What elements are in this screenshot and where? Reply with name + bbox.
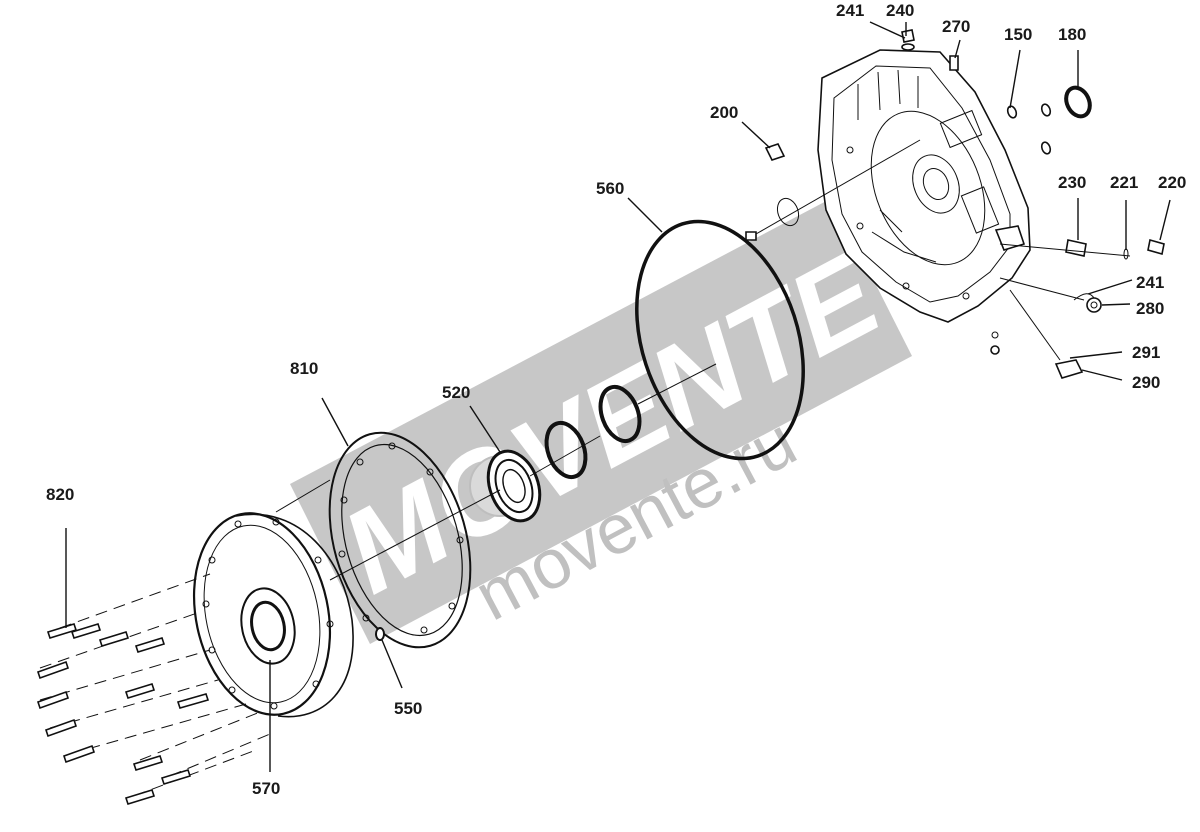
leader-lines	[65, 21, 1171, 772]
housing-small-parts	[745, 29, 1165, 379]
label-180: 180	[1058, 25, 1086, 44]
transmission-housing	[817, 49, 1031, 323]
label-290: 290	[1132, 373, 1160, 392]
nut-280-icon	[1086, 297, 1102, 313]
label-200: 200	[710, 103, 738, 122]
label-221: 221	[1110, 173, 1138, 192]
plug-240-icon	[901, 29, 915, 43]
label-150: 150	[1004, 25, 1032, 44]
breather-200-icon	[764, 143, 786, 161]
label-230: 230	[1058, 173, 1086, 192]
label-241-right: 241	[1136, 273, 1164, 292]
label-240: 240	[886, 1, 914, 20]
label-550: 550	[394, 699, 422, 718]
snap-ring	[598, 384, 642, 444]
label-810: 810	[290, 359, 318, 378]
seal-ring-180-icon	[1064, 85, 1092, 119]
watermark: MOVENTE movente.ru	[290, 198, 912, 644]
label-820: 820	[46, 485, 74, 504]
plug-270-icon	[949, 55, 959, 71]
part-labels: 241 240 270 150 180 200 560 230 221 220 …	[46, 1, 1186, 798]
label-270: 270	[942, 17, 970, 36]
gasket-810	[328, 431, 472, 649]
sensor-220-icon	[1147, 238, 1165, 256]
shaft-seal-520	[486, 449, 542, 523]
label-291: 291	[1132, 343, 1160, 362]
label-520: 520	[442, 383, 470, 402]
pump-cover-570	[192, 512, 354, 718]
label-280: 280	[1136, 299, 1164, 318]
label-241-top: 241	[836, 1, 864, 20]
thrust-ring	[544, 420, 588, 480]
label-220: 220	[1158, 173, 1186, 192]
bolts-820	[36, 573, 271, 805]
label-560: 560	[596, 179, 624, 198]
center-axis-lines	[275, 139, 1131, 581]
watermark-band	[290, 198, 912, 644]
label-570: 570	[252, 779, 280, 798]
large-seal-560	[635, 219, 805, 461]
screen-290-icon	[1054, 359, 1084, 379]
sensor-230-icon	[1065, 239, 1087, 257]
o-ring-550	[375, 627, 385, 641]
